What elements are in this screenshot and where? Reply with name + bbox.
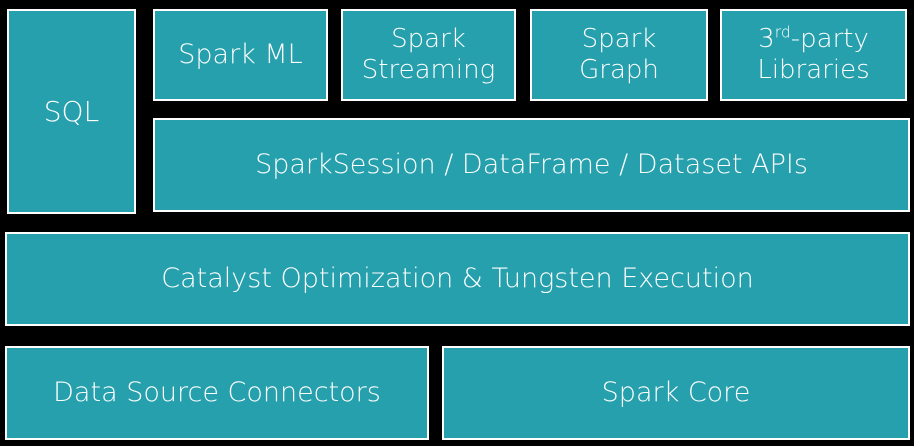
third-party-superscript: rd (774, 23, 791, 42)
data-source-connectors-label: Data Source Connectors (53, 376, 381, 408)
spark-ml-label: Spark ML (178, 38, 303, 70)
spark-core-block: Spark Core (442, 346, 910, 440)
sql-label: SQL (43, 94, 100, 128)
data-source-connectors-block: Data Source Connectors (5, 346, 429, 440)
third-party-label-line1: 3rd-party (758, 24, 869, 55)
session-apis-block: SparkSession / DataFrame / Dataset APIs (153, 118, 910, 212)
third-party-suffix: -party (790, 23, 869, 54)
third-party-label-line2: Libraries (757, 55, 870, 85)
spark-streaming-label-line1: Spark (391, 23, 466, 54)
spark-ml-block: Spark ML (153, 9, 328, 101)
spark-graph-label-line1: Spark (581, 23, 657, 54)
spark-streaming-label-line2: Streaming (361, 55, 496, 85)
catalyst-tungsten-label: Catalyst Optimization & Tungsten Executi… (161, 262, 754, 294)
session-apis-label: SparkSession / DataFrame / Dataset APIs (255, 148, 808, 180)
spark-graph-label-line2: Graph (579, 55, 659, 85)
spark-core-label: Spark Core (601, 376, 751, 408)
spark-streaming-block: Spark Streaming (341, 9, 516, 101)
sql-block: SQL (7, 9, 136, 214)
spark-graph-block: Spark Graph (530, 9, 708, 101)
third-party-number: 3 (758, 23, 775, 54)
third-party-libraries-block: 3rd-party Libraries (720, 9, 907, 101)
catalyst-tungsten-block: Catalyst Optimization & Tungsten Executi… (5, 232, 910, 326)
